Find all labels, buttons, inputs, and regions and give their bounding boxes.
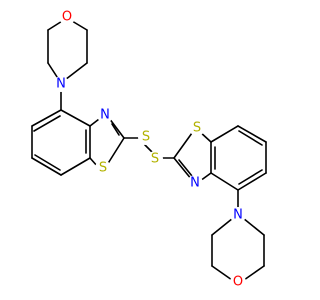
atom-nitrogen: N	[97, 107, 113, 123]
bond	[108, 117, 125, 139]
bond	[243, 265, 265, 281]
atom-label: N	[56, 77, 66, 92]
atom-nitrogen: N	[53, 76, 69, 92]
bond	[31, 157, 62, 176]
bond	[210, 125, 239, 143]
atom-nitrogen: N	[187, 175, 203, 191]
atom-sulfur: S	[95, 160, 111, 176]
bond	[106, 137, 125, 166]
bond	[238, 130, 263, 146]
bond	[178, 159, 193, 177]
bond	[60, 157, 91, 176]
atom-sulfur: S	[138, 129, 154, 145]
atom-nitrogen: N	[230, 207, 246, 223]
atom-label: S	[151, 152, 159, 167]
atom-oxygen: O	[230, 274, 246, 290]
chemical-structure-diagram: O N N S S S S N	[31, 9, 267, 290]
atom-label: S	[99, 161, 107, 176]
atom-sulfur: S	[189, 120, 205, 136]
atom-label: N	[233, 208, 243, 223]
atom-label: N	[190, 176, 200, 191]
atom-sulfur: S	[147, 151, 163, 167]
bond	[173, 132, 193, 159]
bond	[144, 144, 154, 154]
bond	[60, 109, 91, 127]
bond	[111, 123, 120, 136]
bond	[238, 169, 263, 185]
atom-label-layer: O N N S S S S N	[53, 9, 246, 290]
bond	[34, 154, 61, 171]
atom-oxygen: O	[59, 9, 75, 25]
bond	[211, 265, 233, 281]
bond	[33, 115, 61, 132]
bond	[210, 172, 239, 191]
bond	[31, 109, 62, 127]
bond	[237, 125, 267, 143]
atom-label: O	[233, 275, 243, 290]
atom-label: S	[142, 130, 150, 145]
atom-label: N	[100, 108, 110, 123]
atom-label: O	[62, 10, 72, 25]
bond-layer	[31, 17, 267, 281]
bond	[237, 172, 267, 191]
atom-label: S	[193, 121, 201, 136]
bond	[173, 157, 193, 181]
